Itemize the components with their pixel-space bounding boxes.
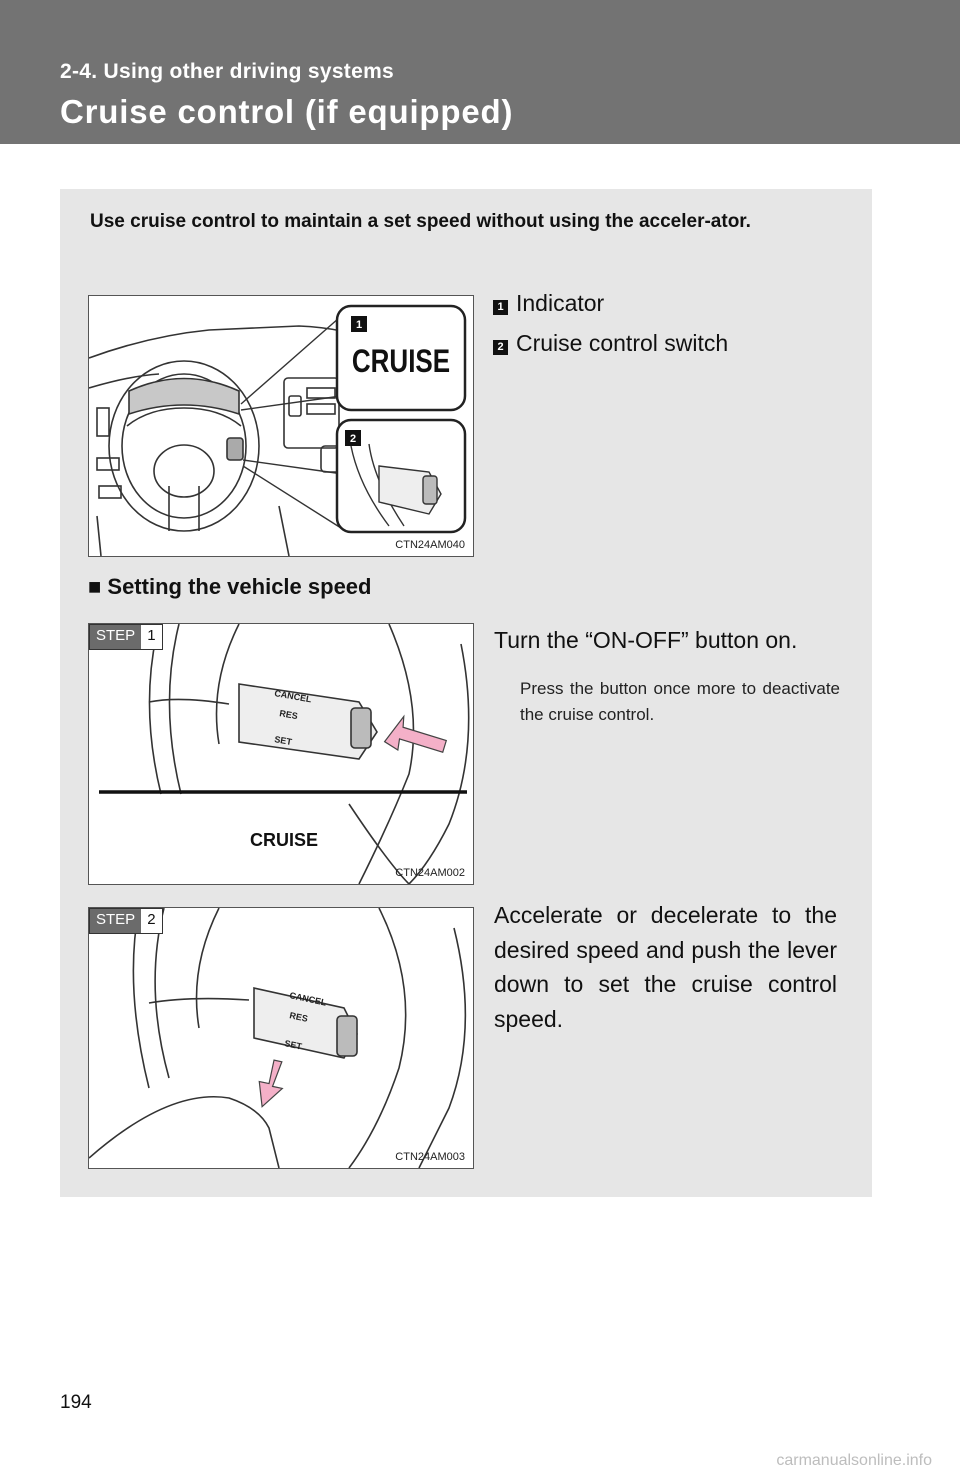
legend-label: Indicator <box>516 290 605 316</box>
step-1-note: Press the button once more to deactivate… <box>520 679 840 724</box>
watermark: carmanualsonline.info <box>776 1452 932 1469</box>
step-2-instruction: Accelerate or decelerate to the desired … <box>494 902 837 1032</box>
lever-set-label: SET <box>284 1038 304 1052</box>
page-header: 2-4. Using other driving systems Cruise … <box>0 0 960 144</box>
intro-text: Use cruise control to maintain a set spe… <box>90 211 751 232</box>
legend-number: 1 <box>493 300 508 315</box>
lever-set-label: SET <box>274 734 293 747</box>
push-down-arrow-icon <box>258 1059 284 1108</box>
callout-2-number: 2 <box>350 433 356 445</box>
callout-1-badge <box>351 316 367 332</box>
figure-code: CTN24AM040 <box>395 539 465 551</box>
cruise-indicator-label: CRUISE <box>352 344 450 380</box>
legend-label: Cruise control switch <box>516 330 729 356</box>
step-number: 2 <box>141 909 162 933</box>
lever-res-label: RES <box>289 1010 309 1024</box>
page-title: Cruise control (if equipped) <box>60 93 514 130</box>
step-number: 1 <box>141 625 162 649</box>
dashboard-drawing: 1 CRUISE 2 <box>89 304 467 556</box>
lever-res-label: RES <box>279 708 299 721</box>
dashboard-illustration: 1 CRUISE 2 CTN24AM040 <box>88 295 474 557</box>
page-number: 194 <box>60 1392 92 1413</box>
callout-2-badge <box>345 430 361 446</box>
step-1-instruction: Turn the “ON-OFF” button on. <box>494 627 798 653</box>
step-label: STEP <box>90 909 142 933</box>
press-arrow-icon <box>383 714 448 753</box>
cruise-indicator-label: CRUISE <box>250 830 318 850</box>
section-title: 2-4. Using other driving systems <box>60 60 395 83</box>
step1-drawing: CANCEL RES SET CRUISE <box>99 624 470 884</box>
legend-item-switch: 2 Cruise control switch <box>493 330 728 357</box>
legend-number: 2 <box>493 340 508 355</box>
step2-drawing: CANCEL RES SET <box>89 908 467 1168</box>
figure-code: CTN24AM002 <box>395 867 465 879</box>
step-label: STEP <box>90 625 142 649</box>
legend-item-indicator: 1 Indicator <box>493 290 604 317</box>
figure-code: CTN24AM003 <box>395 1151 465 1163</box>
callout-1-number: 1 <box>356 319 362 331</box>
setting-speed-heading: ■ Setting the vehicle speed <box>88 574 372 599</box>
